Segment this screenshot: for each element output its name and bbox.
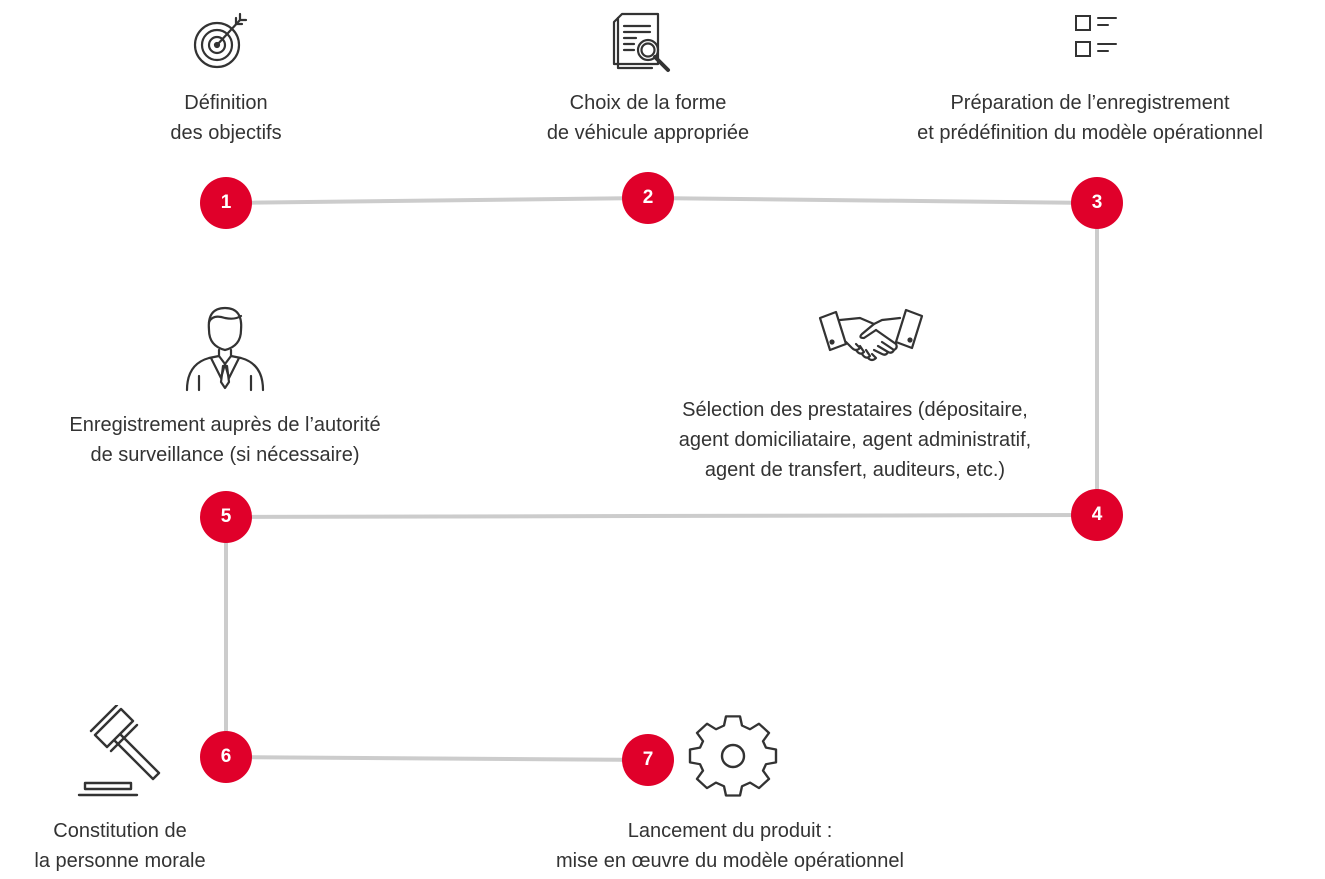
step-6-line-1: Constitution de (53, 820, 187, 842)
step-5-badge: 5 (200, 491, 252, 543)
target-icon (193, 12, 248, 69)
step-5-line-2: de surveillance (si nécessaire) (90, 444, 360, 466)
handshake-icon (818, 308, 924, 362)
step-7-line-2: mise en œuvre du modèle opérationnel (556, 850, 904, 872)
gear-icon (688, 715, 778, 797)
step-2-label: Choix de la forme de véhicule appropriée (498, 88, 798, 148)
step-4-line-3: agent de transfert, auditeurs, etc.) (704, 459, 1006, 481)
step-2-line-1: Choix de la forme (569, 92, 727, 114)
step-4-line-2: agent domiciliataire, agent administrati… (678, 429, 1032, 451)
step-5-label: Enregistrement auprès de l’autorité de s… (15, 410, 435, 470)
step-7-badge: 7 (622, 734, 674, 786)
step-4-line-1: Sélection des prestataires (dépositaire, (682, 399, 1028, 421)
step-6-badge: 6 (200, 731, 252, 783)
connector-4-5 (224, 513, 1099, 519)
step-1-badge: 1 (200, 177, 252, 229)
step-2-badge: 2 (622, 172, 674, 224)
step-7-line-1: Lancement du produit : (627, 820, 833, 842)
connector-1-2 (224, 196, 650, 205)
checklist-icon (1075, 15, 1117, 57)
person-suit-icon (185, 306, 265, 392)
step-4-badge: 4 (1071, 489, 1123, 541)
step-6-line-2: la personne morale (34, 850, 206, 872)
connector-6-7 (224, 755, 650, 762)
step-1-line-2: des objectifs (170, 122, 282, 144)
step-3-line-1: Préparation de l’enregistrement (950, 92, 1230, 114)
step-3-line-2: et prédéfinition du modèle opérationnel (917, 122, 1263, 144)
step-3-badge: 3 (1071, 177, 1123, 229)
step-1-line-1: Définition (184, 92, 268, 114)
step-1-label: Définition des objectifs (126, 88, 326, 148)
step-2-line-2: de véhicule appropriée (546, 122, 750, 144)
step-7-label: Lancement du produit : mise en œuvre du … (490, 816, 970, 876)
step-3-label: Préparation de l’enregistrement et prédé… (860, 88, 1320, 148)
step-5-line-1: Enregistrement auprès de l’autorité (69, 414, 381, 436)
step-6-label: Constitution de la personne morale (10, 816, 230, 876)
step-4-label: Sélection des prestataires (dépositaire,… (605, 395, 1105, 485)
document-search-icon (612, 12, 670, 72)
gavel-icon (77, 705, 161, 797)
connector-2-3 (646, 196, 1099, 205)
